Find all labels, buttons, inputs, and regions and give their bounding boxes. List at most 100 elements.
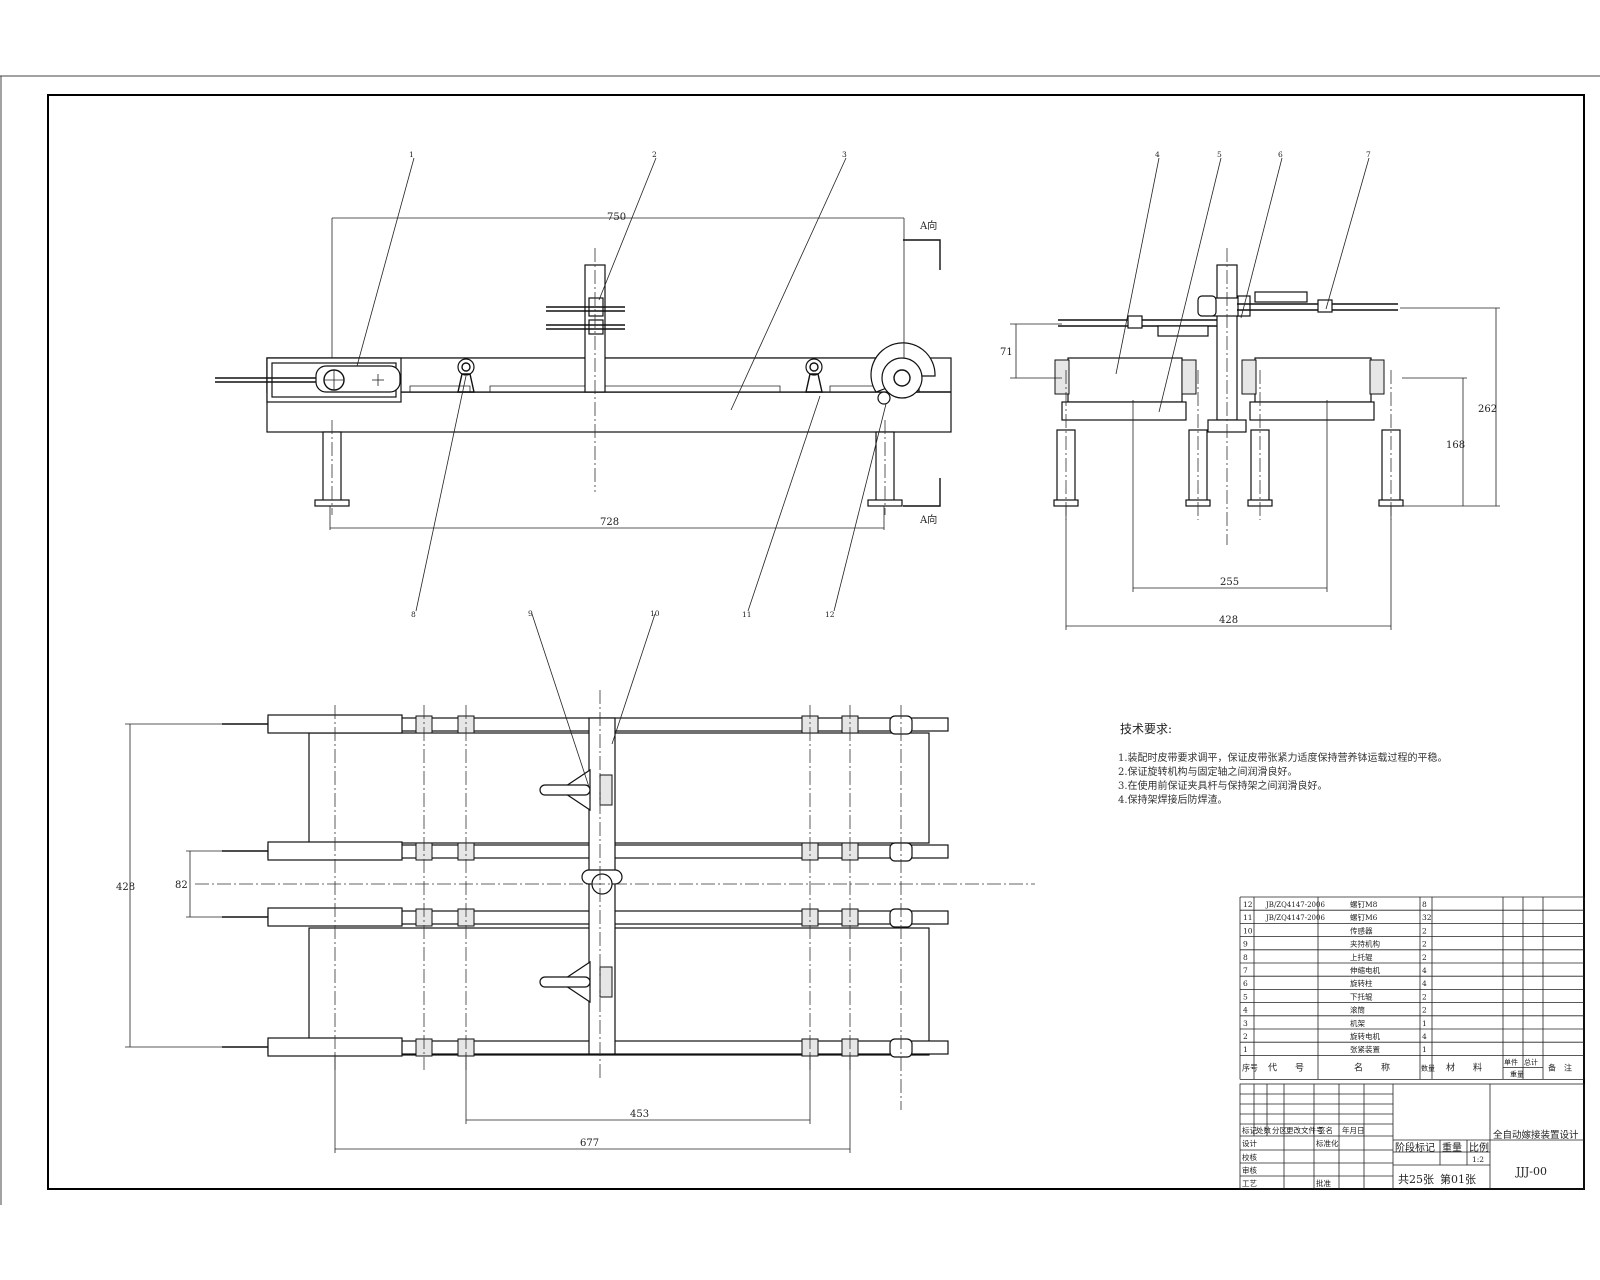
bom-row-qty: 2 (1422, 940, 1427, 949)
role-check: 校核 (1242, 1152, 1258, 1162)
arrow-label-a-bottom: A向 (919, 513, 937, 526)
front-view: 750 728 A向 A向 (215, 212, 952, 530)
tech-req-2: 2.保证旋转机构与固定轴之间润滑良好。 (1118, 765, 1298, 778)
dim-82: 82 (175, 880, 188, 891)
drawing-number: JJJ-00 (1515, 1165, 1547, 1178)
sheet-number: 第01张 (1440, 1172, 1476, 1186)
bom-row-name: 旋转电机 (1350, 1031, 1380, 1041)
bom-row-name: 上托辊 (1350, 952, 1373, 962)
balloon-2: 2 (652, 150, 657, 159)
bom-row-no: 5 (1243, 992, 1248, 1001)
dim-677: 677 (580, 1138, 599, 1149)
role-design: 设计 (1242, 1138, 1258, 1148)
bom-row-name: 夹持机构 (1350, 939, 1380, 949)
bom-row-no: 12 (1243, 900, 1253, 909)
bom-row-name: 旋转柱 (1350, 978, 1373, 988)
label-weight: 重量 (1442, 1141, 1462, 1154)
bom-row-qty: 4 (1422, 966, 1427, 975)
balloon-5: 5 (1217, 150, 1222, 159)
bom-row-no: 4 (1243, 1006, 1248, 1015)
drawing-border (47, 94, 1585, 1190)
bom-row-qty: 2 (1422, 953, 1427, 962)
bom-row-code: JB/ZQ4147-2006 (1265, 901, 1325, 909)
balloon-1: 1 (409, 150, 414, 159)
tech-req-title: 技术要求: (1120, 722, 1172, 736)
bom-row-no: 6 (1243, 979, 1248, 988)
bom-row-no: 7 (1243, 966, 1248, 975)
bom-header-no: 序号 (1242, 1062, 1258, 1072)
bom-row-qty: 4 (1422, 979, 1427, 988)
rev-label-doc: 更改文件号 (1286, 1125, 1324, 1135)
balloon-9: 9 (528, 609, 533, 618)
bom-row-name: 螺钉M8 (1350, 899, 1378, 909)
dim-71: 71 (1000, 347, 1013, 358)
bom-row-name: 滚筒 (1350, 1005, 1366, 1015)
bom-row-name: 伸缩电机 (1350, 965, 1380, 975)
balloon-4: 4 (1155, 150, 1160, 159)
dim-168: 168 (1446, 440, 1465, 451)
bom-row-no: 11 (1243, 913, 1253, 922)
rev-label-zone: 分区 (1272, 1126, 1288, 1135)
bom-header-unit: 单件 (1504, 1057, 1518, 1066)
bom-row-qty: 8 (1422, 900, 1427, 909)
scale-value: 1:2 (1472, 1155, 1484, 1164)
rev-label-date: 年月日 (1342, 1125, 1365, 1135)
balloon-11: 11 (742, 610, 752, 619)
bom-row-no: 2 (1243, 1032, 1248, 1041)
bom-header-weight: 重量 (1510, 1070, 1524, 1078)
balloon-12: 12 (825, 610, 835, 619)
bom-row-name: 螺钉M6 (1350, 912, 1378, 922)
dim-428-side: 428 (1219, 615, 1238, 626)
dim-728: 728 (600, 517, 619, 528)
dim-453: 453 (630, 1109, 649, 1120)
rev-label-count: 处数 (1256, 1125, 1272, 1135)
plan-view: 428 82 453 677 (116, 690, 1035, 1153)
label-scale: 比例 (1469, 1141, 1489, 1154)
dim-750: 750 (607, 212, 626, 223)
bom-row-no: 8 (1243, 953, 1248, 962)
balloon-8: 8 (411, 610, 416, 619)
bom-header-name: 名 称 (1354, 1061, 1390, 1073)
bom-row-qty: 2 (1422, 926, 1427, 935)
balloon-numbers: 1 2 3 4 5 6 7 8 9 10 11 12 (409, 150, 1371, 619)
bom-row-no: 9 (1243, 940, 1248, 949)
tech-req-4: 4.保持架焊接后防焊渣。 (1118, 793, 1228, 806)
bom-row-name: 张紧装置 (1350, 1044, 1380, 1054)
balloon-7: 7 (1366, 150, 1371, 159)
bom-row-qty: 1 (1422, 1019, 1427, 1028)
arrow-label-a-top: A向 (919, 219, 937, 232)
sheet-total: 共25张 (1398, 1173, 1434, 1186)
bom-header-material: 材 料 (1446, 1061, 1482, 1073)
bom-header-qty: 数量 (1421, 1063, 1435, 1072)
balloon-10: 10 (650, 609, 660, 618)
rev-label-mark: 标记 (1242, 1125, 1258, 1135)
role-review: 审核 (1242, 1165, 1258, 1175)
bom-row-no: 10 (1243, 926, 1253, 935)
dim-255: 255 (1220, 577, 1239, 588)
bom-row-code: JB/ZQ4147-2006 (1265, 914, 1325, 922)
title-block: 标记 处数 分区 更改文件号 签名 年月日 设计 校核 审核 工艺 标准化 批准… (1239, 1083, 1585, 1190)
bom-row-no: 1 (1243, 1045, 1248, 1054)
balloon-leaders (356, 157, 1370, 791)
bom-row-qty: 4 (1422, 1032, 1427, 1041)
bom-header-code: 代 号 (1268, 1062, 1304, 1073)
bom-row-name: 下托辊 (1350, 991, 1373, 1001)
bom-header-remark: 备 注 (1548, 1062, 1572, 1072)
label-stage-mark: 阶段标记 (1395, 1141, 1435, 1154)
dim-428-plan: 428 (116, 882, 135, 893)
bom-row-qty: 32 (1422, 913, 1432, 922)
balloon-3: 3 (842, 150, 847, 159)
bom-row-qty: 1 (1422, 1045, 1427, 1054)
drawing-title: 全自动嫁接装置设计 (1493, 1129, 1579, 1141)
role-process: 工艺 (1242, 1179, 1257, 1188)
dim-262: 262 (1478, 404, 1497, 415)
bom-row-name: 传感器 (1350, 925, 1373, 935)
side-view: 71 262 168 255 428 (1000, 248, 1500, 630)
balloon-6: 6 (1278, 150, 1283, 159)
bom-row-qty: 2 (1422, 1006, 1427, 1015)
rev-label-sign: 签名 (1318, 1125, 1333, 1135)
tech-req-3: 3.在使用前保证夹具杆与保持架之间润滑良好。 (1118, 779, 1328, 792)
tech-req-1: 1.装配时皮带要求调平，保证皮带张紧力适度保持营养钵运载过程的平稳。 (1118, 751, 1448, 764)
